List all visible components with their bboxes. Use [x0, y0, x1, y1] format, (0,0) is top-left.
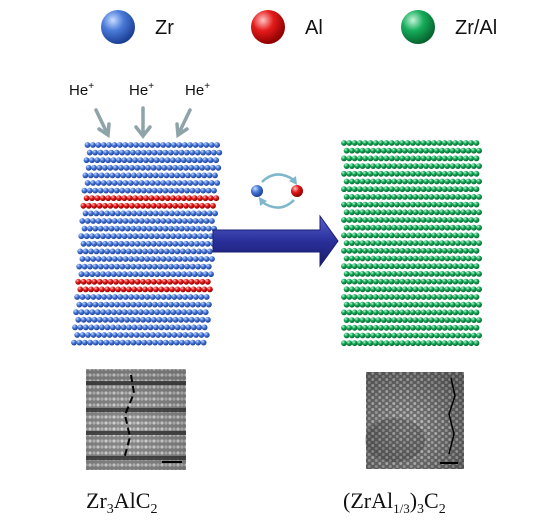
left-layer-9: [80, 202, 216, 209]
left-layer-22: [76, 301, 212, 308]
right-layer-16: [343, 255, 482, 262]
legend-al-swatch: [251, 10, 285, 44]
legend-zr-swatch: [101, 10, 135, 44]
tem-boundary-marker: [448, 377, 456, 455]
left-layer-25: [72, 324, 208, 331]
left-layer-19: [75, 278, 211, 285]
transformation-arrow: [212, 214, 339, 268]
right-layer-8: [343, 194, 482, 200]
right-layer-15: [341, 247, 480, 254]
left-layer-3: [83, 157, 220, 164]
zr3alc2-structure: [71, 142, 223, 346]
right-layer-27: [341, 340, 480, 347]
right-layer-10: [343, 209, 482, 216]
left-layer-18: [78, 271, 214, 278]
left-layer-4: [85, 164, 222, 171]
tem-image-zral: [365, 372, 464, 469]
right-layer-6: [343, 178, 482, 185]
ion-arrow-1: [94, 108, 111, 139]
right-layer-22: [343, 301, 482, 308]
right-layer-13: [341, 232, 480, 239]
right-layer-25: [341, 324, 480, 331]
formula-zral: (ZrAl1/3)3C2: [343, 488, 446, 517]
left-layer-1: [84, 142, 221, 148]
right-layer-24: [343, 317, 482, 323]
right-layer-21: [341, 294, 480, 300]
right-layer-9: [341, 201, 480, 208]
right-layer-18: [343, 271, 482, 277]
left-layer-23: [73, 309, 209, 316]
left-layer-27: [71, 339, 207, 346]
right-layer-11: [341, 217, 480, 223]
left-layer-11: [79, 218, 215, 224]
right-layer-19: [341, 278, 480, 285]
right-layer-5: [341, 170, 480, 177]
right-layer-20: [343, 286, 482, 293]
left-layer-20: [77, 286, 213, 293]
right-layer-23: [341, 309, 480, 316]
left-layer-24: [75, 316, 211, 323]
left-layer-12: [81, 225, 218, 232]
left-layer-7: [81, 187, 217, 194]
left-layer-21: [74, 294, 210, 300]
ion-arrow-3: [175, 108, 192, 139]
left-layer-6: [84, 180, 221, 186]
right-layer-4: [343, 163, 482, 170]
tem-image-zr3alc2: [86, 369, 186, 470]
left-layer-26: [74, 332, 210, 338]
exchange-icon: [251, 173, 303, 209]
right-layer-17: [341, 263, 480, 270]
left-layer-5: [82, 172, 218, 179]
left-layer-14: [80, 240, 217, 247]
ion-label-2: He+: [129, 81, 154, 99]
left-layer-16: [79, 256, 215, 262]
legend-zrAl-swatch: [401, 10, 435, 44]
ion-label-3: He+: [185, 81, 210, 99]
ion-label-1: He+: [69, 81, 94, 99]
legend-al-label: Al: [305, 17, 323, 39]
right-layer-12: [343, 224, 482, 231]
ion-irradiation: He+ He+ He+: [69, 81, 210, 139]
legend-zrAl-label: Zr/Al: [455, 17, 497, 39]
left-layer-17: [76, 263, 212, 270]
zral-structure: [341, 140, 482, 347]
left-layer-10: [82, 210, 219, 217]
left-layer-2: [86, 149, 223, 156]
ion-arrow-2: [134, 106, 152, 139]
right-layer-14: [343, 240, 482, 247]
right-layer-3: [341, 155, 480, 162]
right-layer-2: [343, 147, 482, 154]
left-layer-13: [78, 233, 214, 240]
right-layer-1: [341, 140, 480, 146]
formula-zr3alc2: Zr3AlC2: [86, 488, 157, 517]
legend-zr-label: Zr: [155, 17, 174, 39]
legend: Zr Al Zr/Al: [101, 10, 497, 44]
tem-stacking-marker: [123, 374, 136, 460]
left-layer-15: [77, 248, 213, 255]
exchange-al-atom: [291, 185, 303, 197]
left-layer-8: [83, 195, 220, 202]
right-layer-7: [341, 186, 480, 193]
exchange-zr-atom: [251, 185, 263, 197]
right-layer-26: [343, 332, 482, 339]
